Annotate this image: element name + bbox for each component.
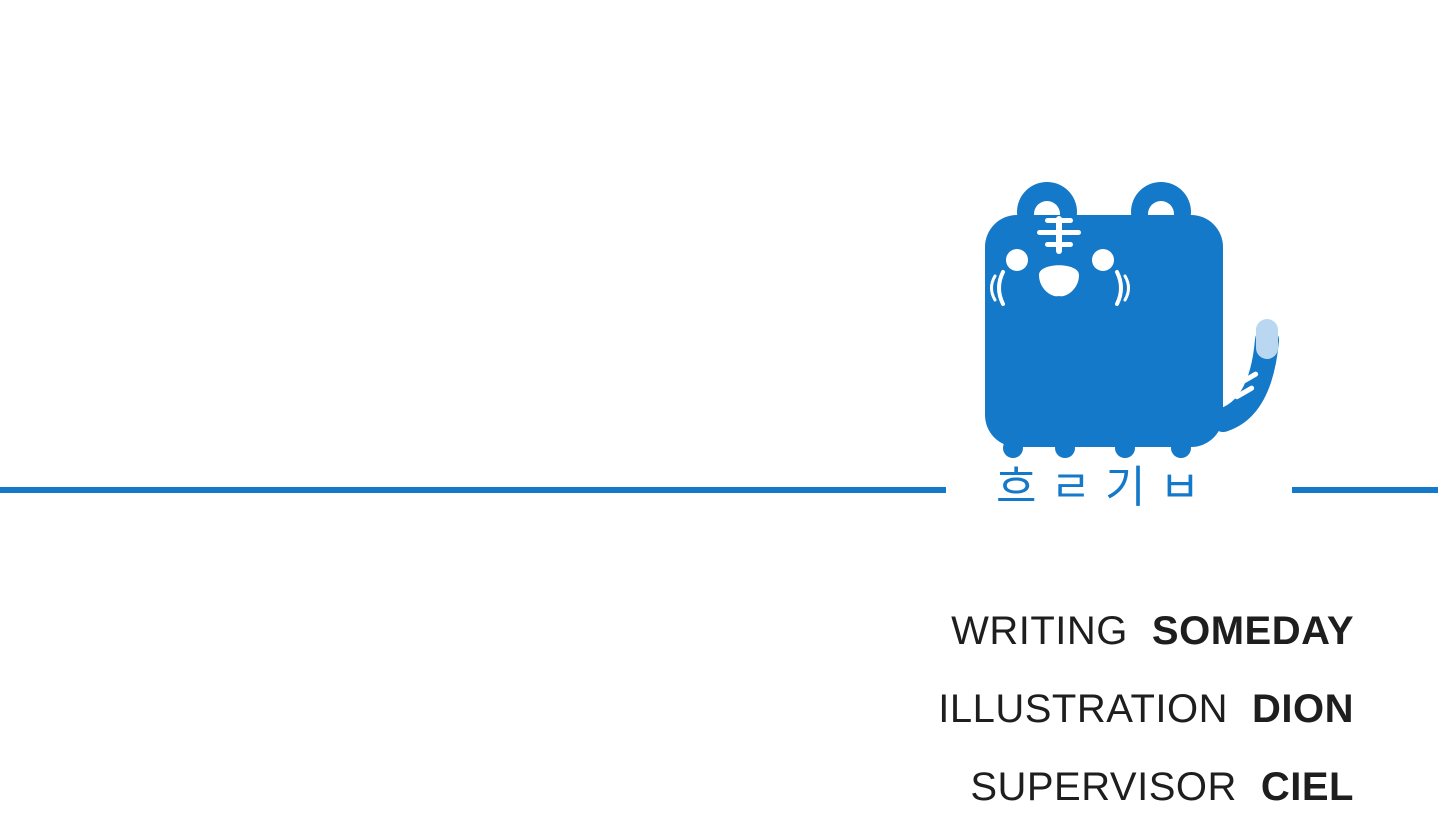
credit-name: SOMEDAY <box>1151 609 1354 653</box>
credit-name: DION <box>1252 687 1354 731</box>
divider-line-right <box>1292 487 1438 493</box>
credit-role: WRITING <box>951 609 1128 653</box>
credit-row-illustration: ILLUSTRATION DION <box>754 681 1354 759</box>
credit-name: CIEL <box>1260 765 1354 809</box>
divider-line-left <box>0 487 946 493</box>
credit-row-supervisor: SUPERVISOR CIEL <box>754 759 1354 835</box>
blue-square-tiger-icon <box>985 182 1279 458</box>
logo-wordmark: 흐ㄹ기ㅂ <box>996 462 1214 513</box>
credits-list: WRITING SOMEDAY ILLUSTRATION DION SUPERVIS… <box>754 603 1354 835</box>
studio-logo: 흐ㄹ기ㅂ <box>985 182 1279 513</box>
credit-role: SUPERVISOR <box>970 765 1237 809</box>
credit-role: ILLUSTRATION <box>938 687 1228 731</box>
credit-row-writing: WRITING SOMEDAY <box>754 603 1354 681</box>
